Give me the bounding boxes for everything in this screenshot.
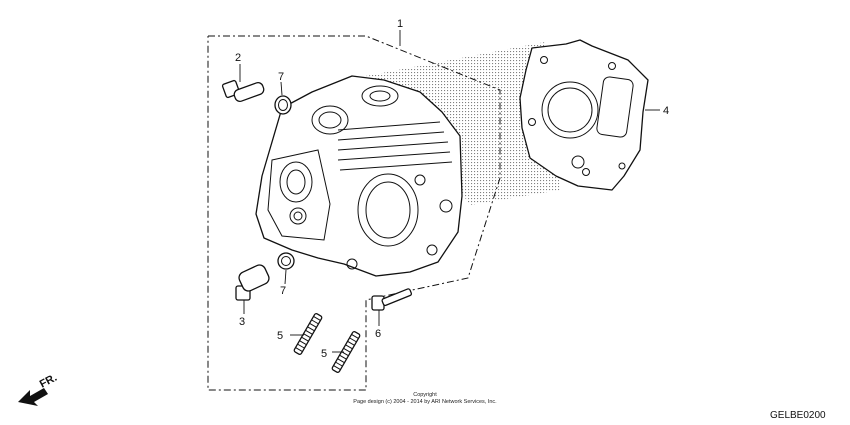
callout-5-upper: 5	[277, 330, 283, 342]
assembly-boundary	[207, 35, 501, 391]
front-label: FR.	[38, 372, 59, 391]
copyright-notice: Page design (c) 2004 - 2014 by ARI Netwo…	[353, 399, 497, 405]
callout-7-lower: 7	[280, 285, 286, 297]
callout-6: 6	[375, 328, 381, 340]
leader-lines	[239, 30, 660, 353]
copyright-title: Copyright	[413, 392, 437, 398]
callout-3: 3	[239, 316, 245, 328]
cylinder-head	[255, 75, 463, 277]
callout-7-upper: 7	[278, 71, 284, 83]
callout-4: 4	[663, 105, 669, 117]
o-ring-part-7	[274, 95, 295, 270]
gasket-shadow	[355, 42, 560, 205]
cylinder-head-gasket	[519, 39, 649, 191]
bolt-part-3	[235, 264, 270, 301]
callout-5-lower: 5	[321, 348, 327, 360]
bolt-part-2	[221, 79, 265, 103]
bolt-part-6	[371, 288, 413, 311]
diagram-code: GELBE0200	[770, 410, 826, 421]
front-direction-arrow: FR.	[18, 372, 59, 406]
stud-part-5	[293, 313, 361, 373]
callout-1: 1	[397, 18, 403, 30]
callout-2: 2	[235, 52, 241, 64]
